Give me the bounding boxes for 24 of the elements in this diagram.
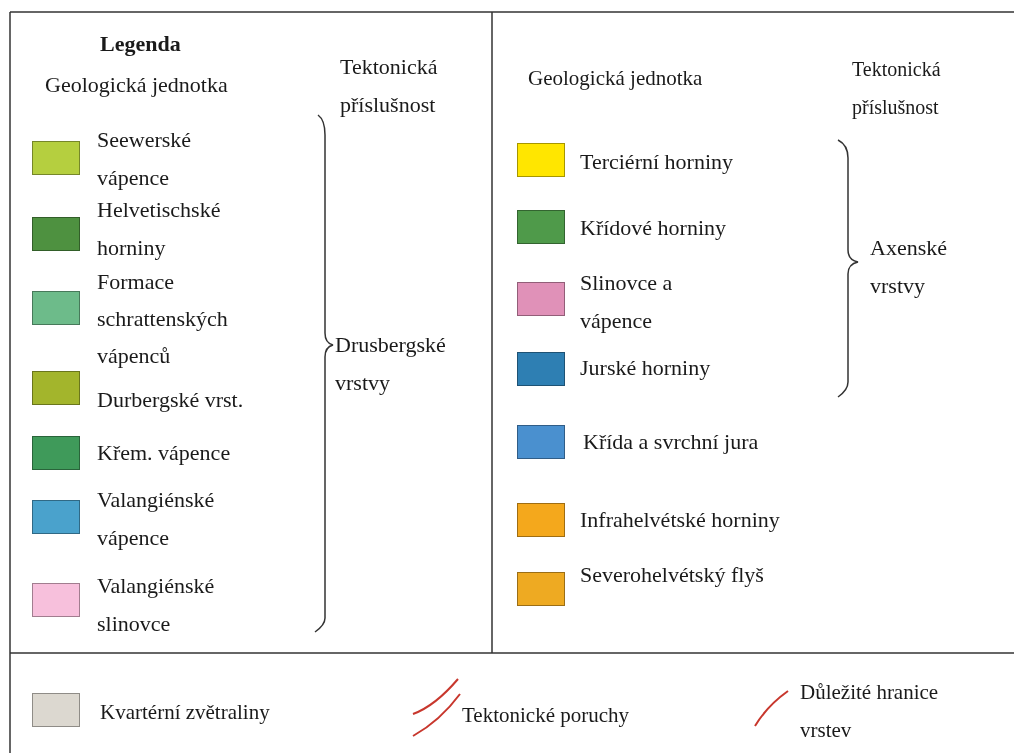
legend-label: Helvetischské horniny [97,196,222,262]
legend-label: Křem. vápence [97,439,232,467]
legend-label: Terciérní horniny [580,148,734,176]
legend-label: Infrahelvétské horniny [580,506,781,534]
column-heading: Tektonická příslušnost [340,53,439,119]
legend-label: Valangiénské vápence [97,486,216,552]
legend-title: Legenda [100,30,181,58]
column-heading: Geologická jednotka [45,71,229,99]
column-heading: Geologická jednotka [528,65,704,92]
legend-label: Křídové horniny [580,214,728,242]
legend-label: Křída a svrchní jura [583,428,760,456]
column-heading: Tektonická příslušnost [852,57,942,121]
legend-label: Durbergské vrst. [97,386,245,414]
legend-label: Formace schrattenských vápenců [97,268,229,370]
legend-label: Tektonické poruchy [462,702,631,729]
legend-label: Jurské horniny [580,354,712,382]
legend-label: Slinovce a vápence [580,269,674,335]
legend-label: Severohelvétský flyš [580,561,765,589]
group-label: Drusbergské vrstvy [335,331,447,397]
legend-label: Valangiénské slinovce [97,572,216,638]
group-label: Axenské vrstvy [870,234,948,300]
legend-label: Kvartérní zvětraliny [100,699,271,726]
legend-label: Důležité hranice vrstev [800,679,940,744]
legend-label: Seewerské vápence [97,126,193,192]
